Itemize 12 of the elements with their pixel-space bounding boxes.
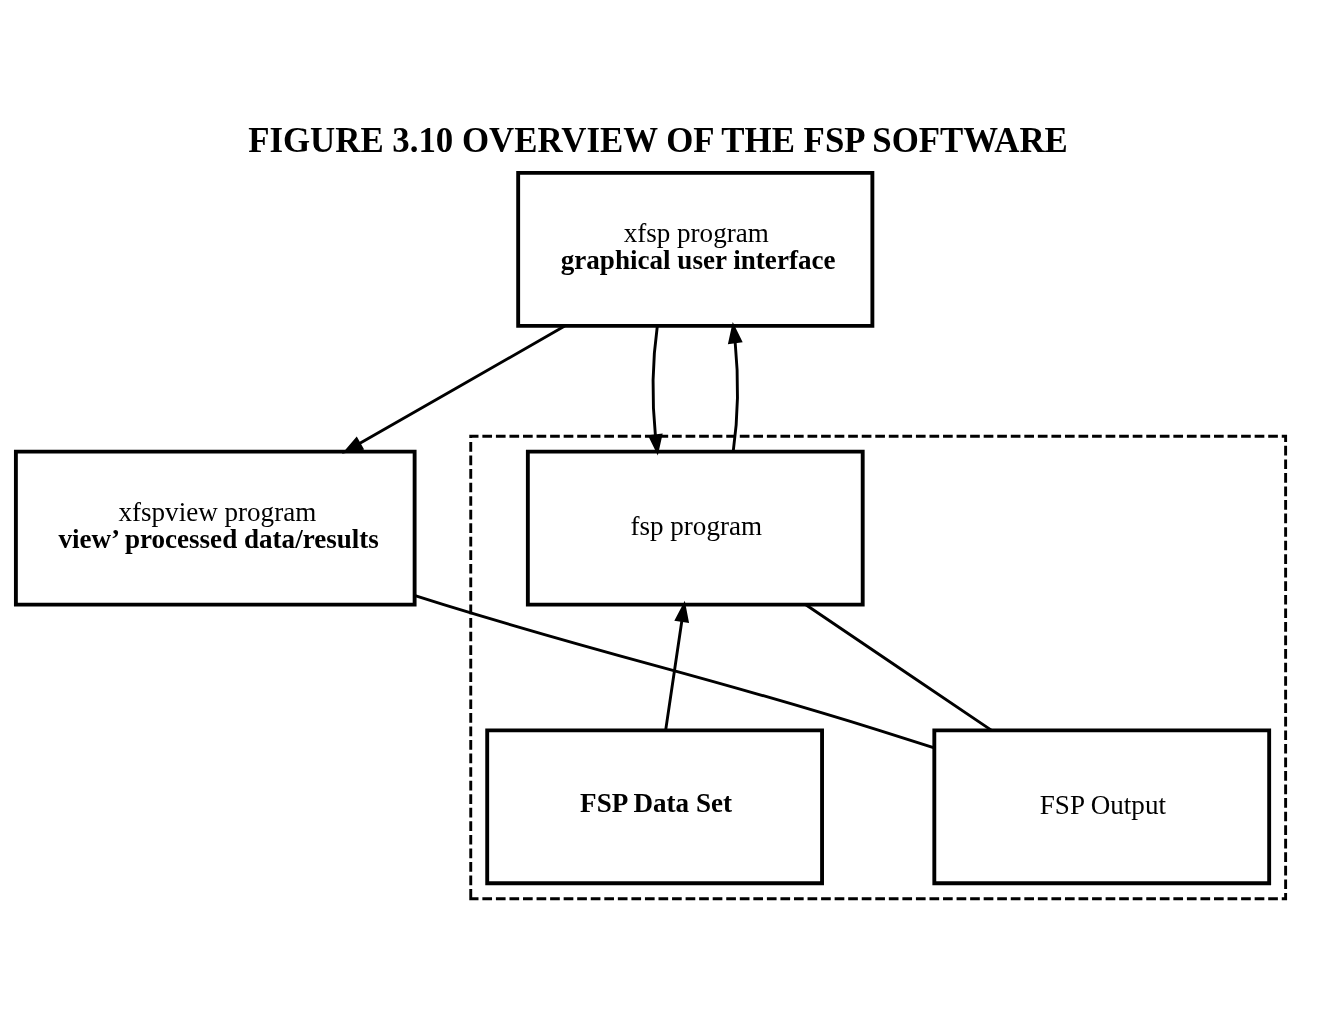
node-box: FSP Output: [932, 727, 1272, 885]
arrow: [341, 324, 566, 454]
node-box: FSP Data Set: [485, 727, 824, 885]
diagram-title: FIGURE 3.10 OVERVIEW OF THE FSP SOFTWARE: [248, 120, 1068, 160]
node-box: xfsp program graphical user interface: [516, 170, 875, 328]
arrow: [647, 325, 663, 455]
connector: [805, 603, 993, 731]
connector: [414, 593, 935, 749]
node-box: xfspview program view’ processed data/results: [13, 449, 417, 606]
arrow: [727, 321, 743, 451]
node-box: fsp program: [525, 449, 865, 606]
arrow: [664, 600, 690, 730]
